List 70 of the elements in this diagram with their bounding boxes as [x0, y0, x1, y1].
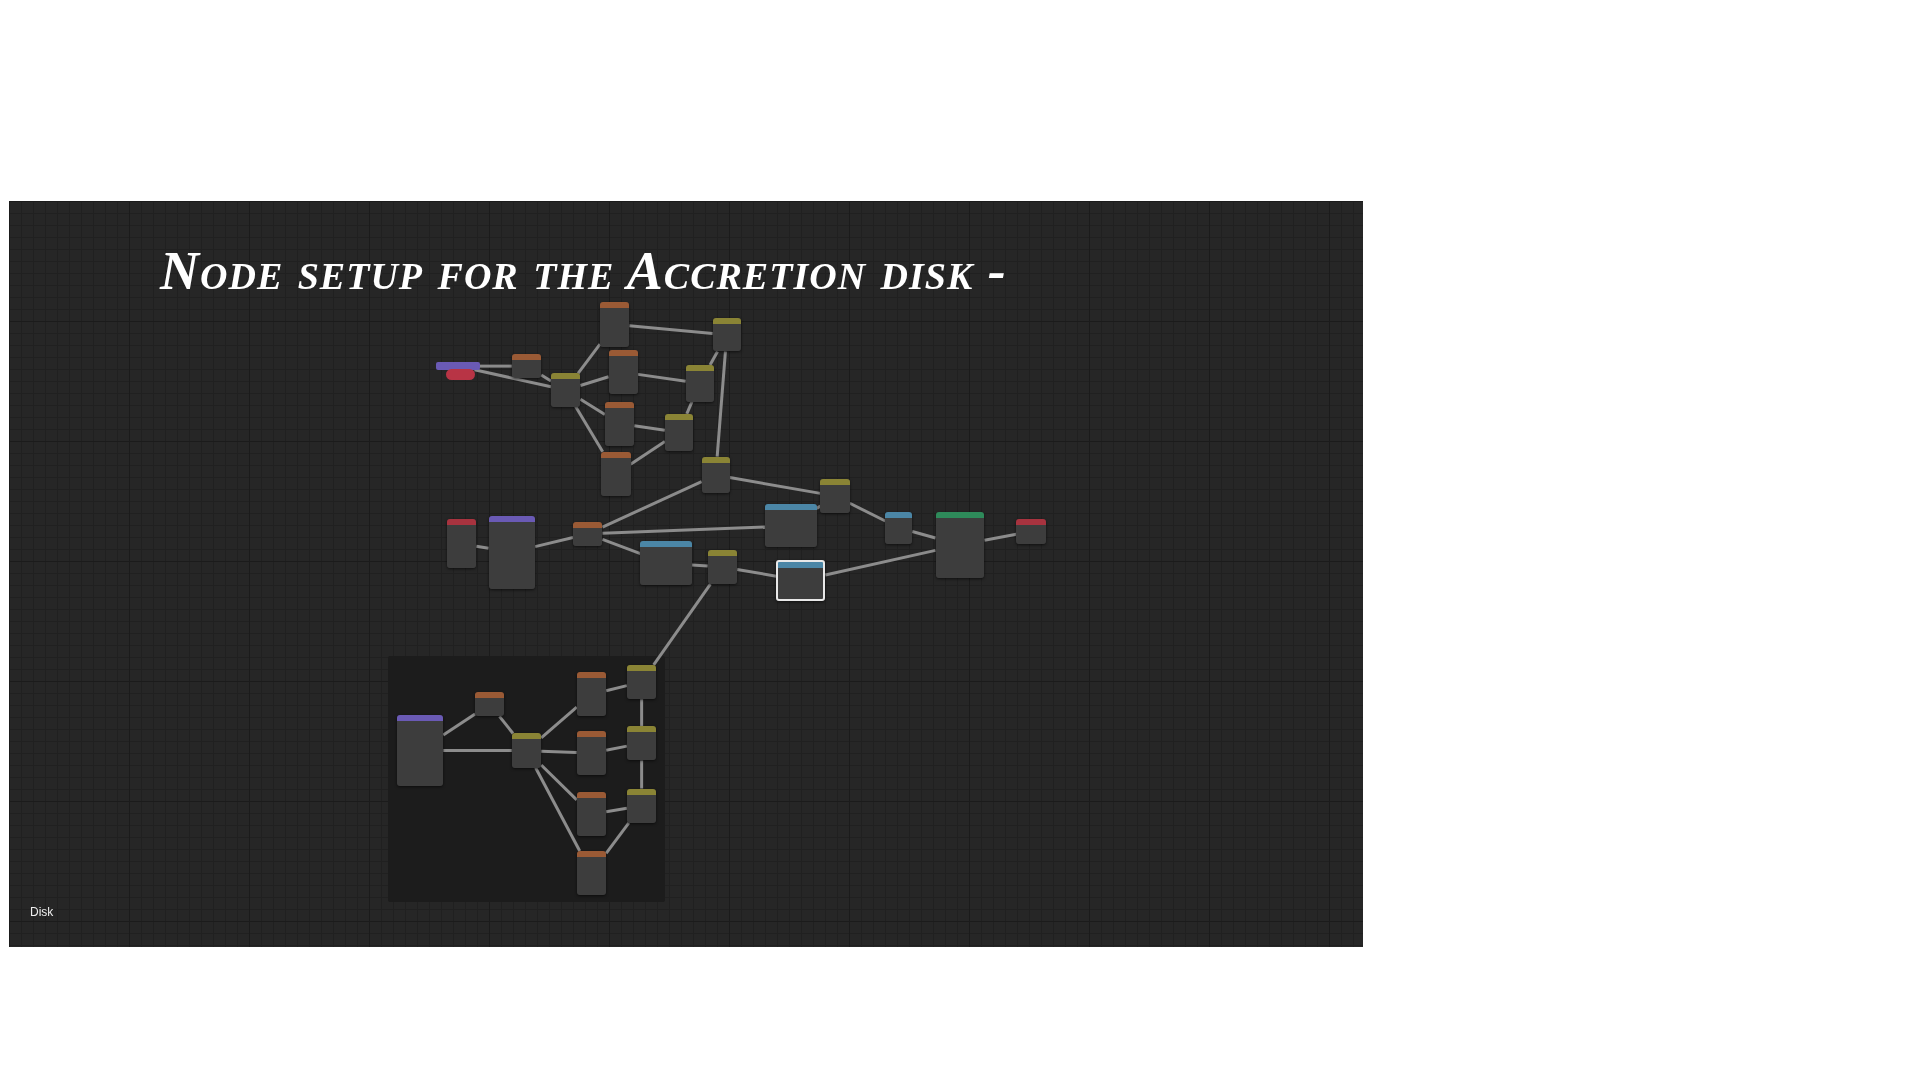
- shader-node-box: [820, 478, 850, 514]
- node-link: [849, 501, 886, 523]
- shader-node-box: [511, 733, 542, 768]
- shader-node-box: [576, 731, 607, 776]
- node-link: [601, 538, 641, 556]
- node-link: [652, 583, 712, 666]
- node-link: [604, 821, 631, 855]
- shader-node-box: [626, 664, 657, 700]
- shader-node-box: [488, 515, 536, 589]
- node-link: [579, 397, 606, 416]
- node-link: [685, 401, 694, 415]
- node-link: [442, 712, 476, 737]
- shader-node-box: [435, 362, 480, 370]
- shader-node-box: [885, 511, 913, 544]
- shader-node-box: [712, 318, 741, 352]
- node-link: [602, 525, 766, 535]
- node-link: [634, 424, 666, 432]
- node-link: [629, 440, 666, 466]
- shader-node-box: [776, 559, 826, 602]
- node-link: [541, 749, 577, 754]
- frame-box: [388, 656, 665, 903]
- node-link: [825, 548, 936, 577]
- node-link: [911, 530, 936, 540]
- node-link: [715, 351, 727, 457]
- shader-node-box: [626, 726, 657, 761]
- node-link: [605, 684, 628, 693]
- node-link: [540, 705, 578, 739]
- diagram-title: Node setup for the Accretion disk -: [160, 240, 1007, 302]
- shader-node-box: [626, 788, 657, 823]
- shader-node-box: [573, 521, 603, 547]
- node-link: [576, 343, 602, 375]
- node-link: [534, 767, 582, 852]
- node-link: [640, 699, 644, 727]
- node-link: [708, 350, 719, 366]
- node-link: [534, 535, 574, 549]
- shader-node-box: [935, 511, 985, 578]
- editor-label: Disk: [30, 905, 54, 919]
- node-link: [474, 368, 552, 389]
- node-link: [984, 532, 1017, 542]
- node-link: [574, 405, 604, 453]
- shader-node-box: [475, 691, 505, 717]
- node-link: [691, 563, 708, 568]
- shader-node-box: [551, 373, 581, 407]
- node-link: [605, 806, 628, 814]
- shader-node-box: [576, 851, 607, 896]
- shader-node-box: [600, 302, 630, 347]
- shader-node-box: [446, 519, 477, 569]
- shader-node-box: [601, 451, 631, 496]
- node-link: [498, 715, 515, 735]
- shader-node-box: [576, 672, 607, 717]
- node-link: [476, 544, 489, 550]
- node-link: [540, 763, 578, 801]
- shader-node-box: [576, 792, 607, 837]
- shader-node-box: [765, 504, 817, 548]
- node-link: [579, 375, 609, 387]
- node-link: [640, 760, 644, 789]
- shader-node-box: [396, 715, 444, 787]
- node-link: [480, 364, 512, 368]
- shader-node-box: [1016, 519, 1046, 544]
- node-link: [601, 480, 703, 529]
- node-link: [605, 744, 628, 752]
- node-link: [540, 373, 552, 383]
- node-link: [637, 372, 686, 383]
- node-link: [629, 324, 713, 336]
- node-link: [729, 476, 821, 495]
- shader-node-box: [445, 368, 476, 380]
- node-link: [443, 749, 512, 753]
- shader-node-box: [640, 541, 692, 586]
- shader-node-box: [608, 350, 638, 395]
- node-link: [736, 568, 777, 578]
